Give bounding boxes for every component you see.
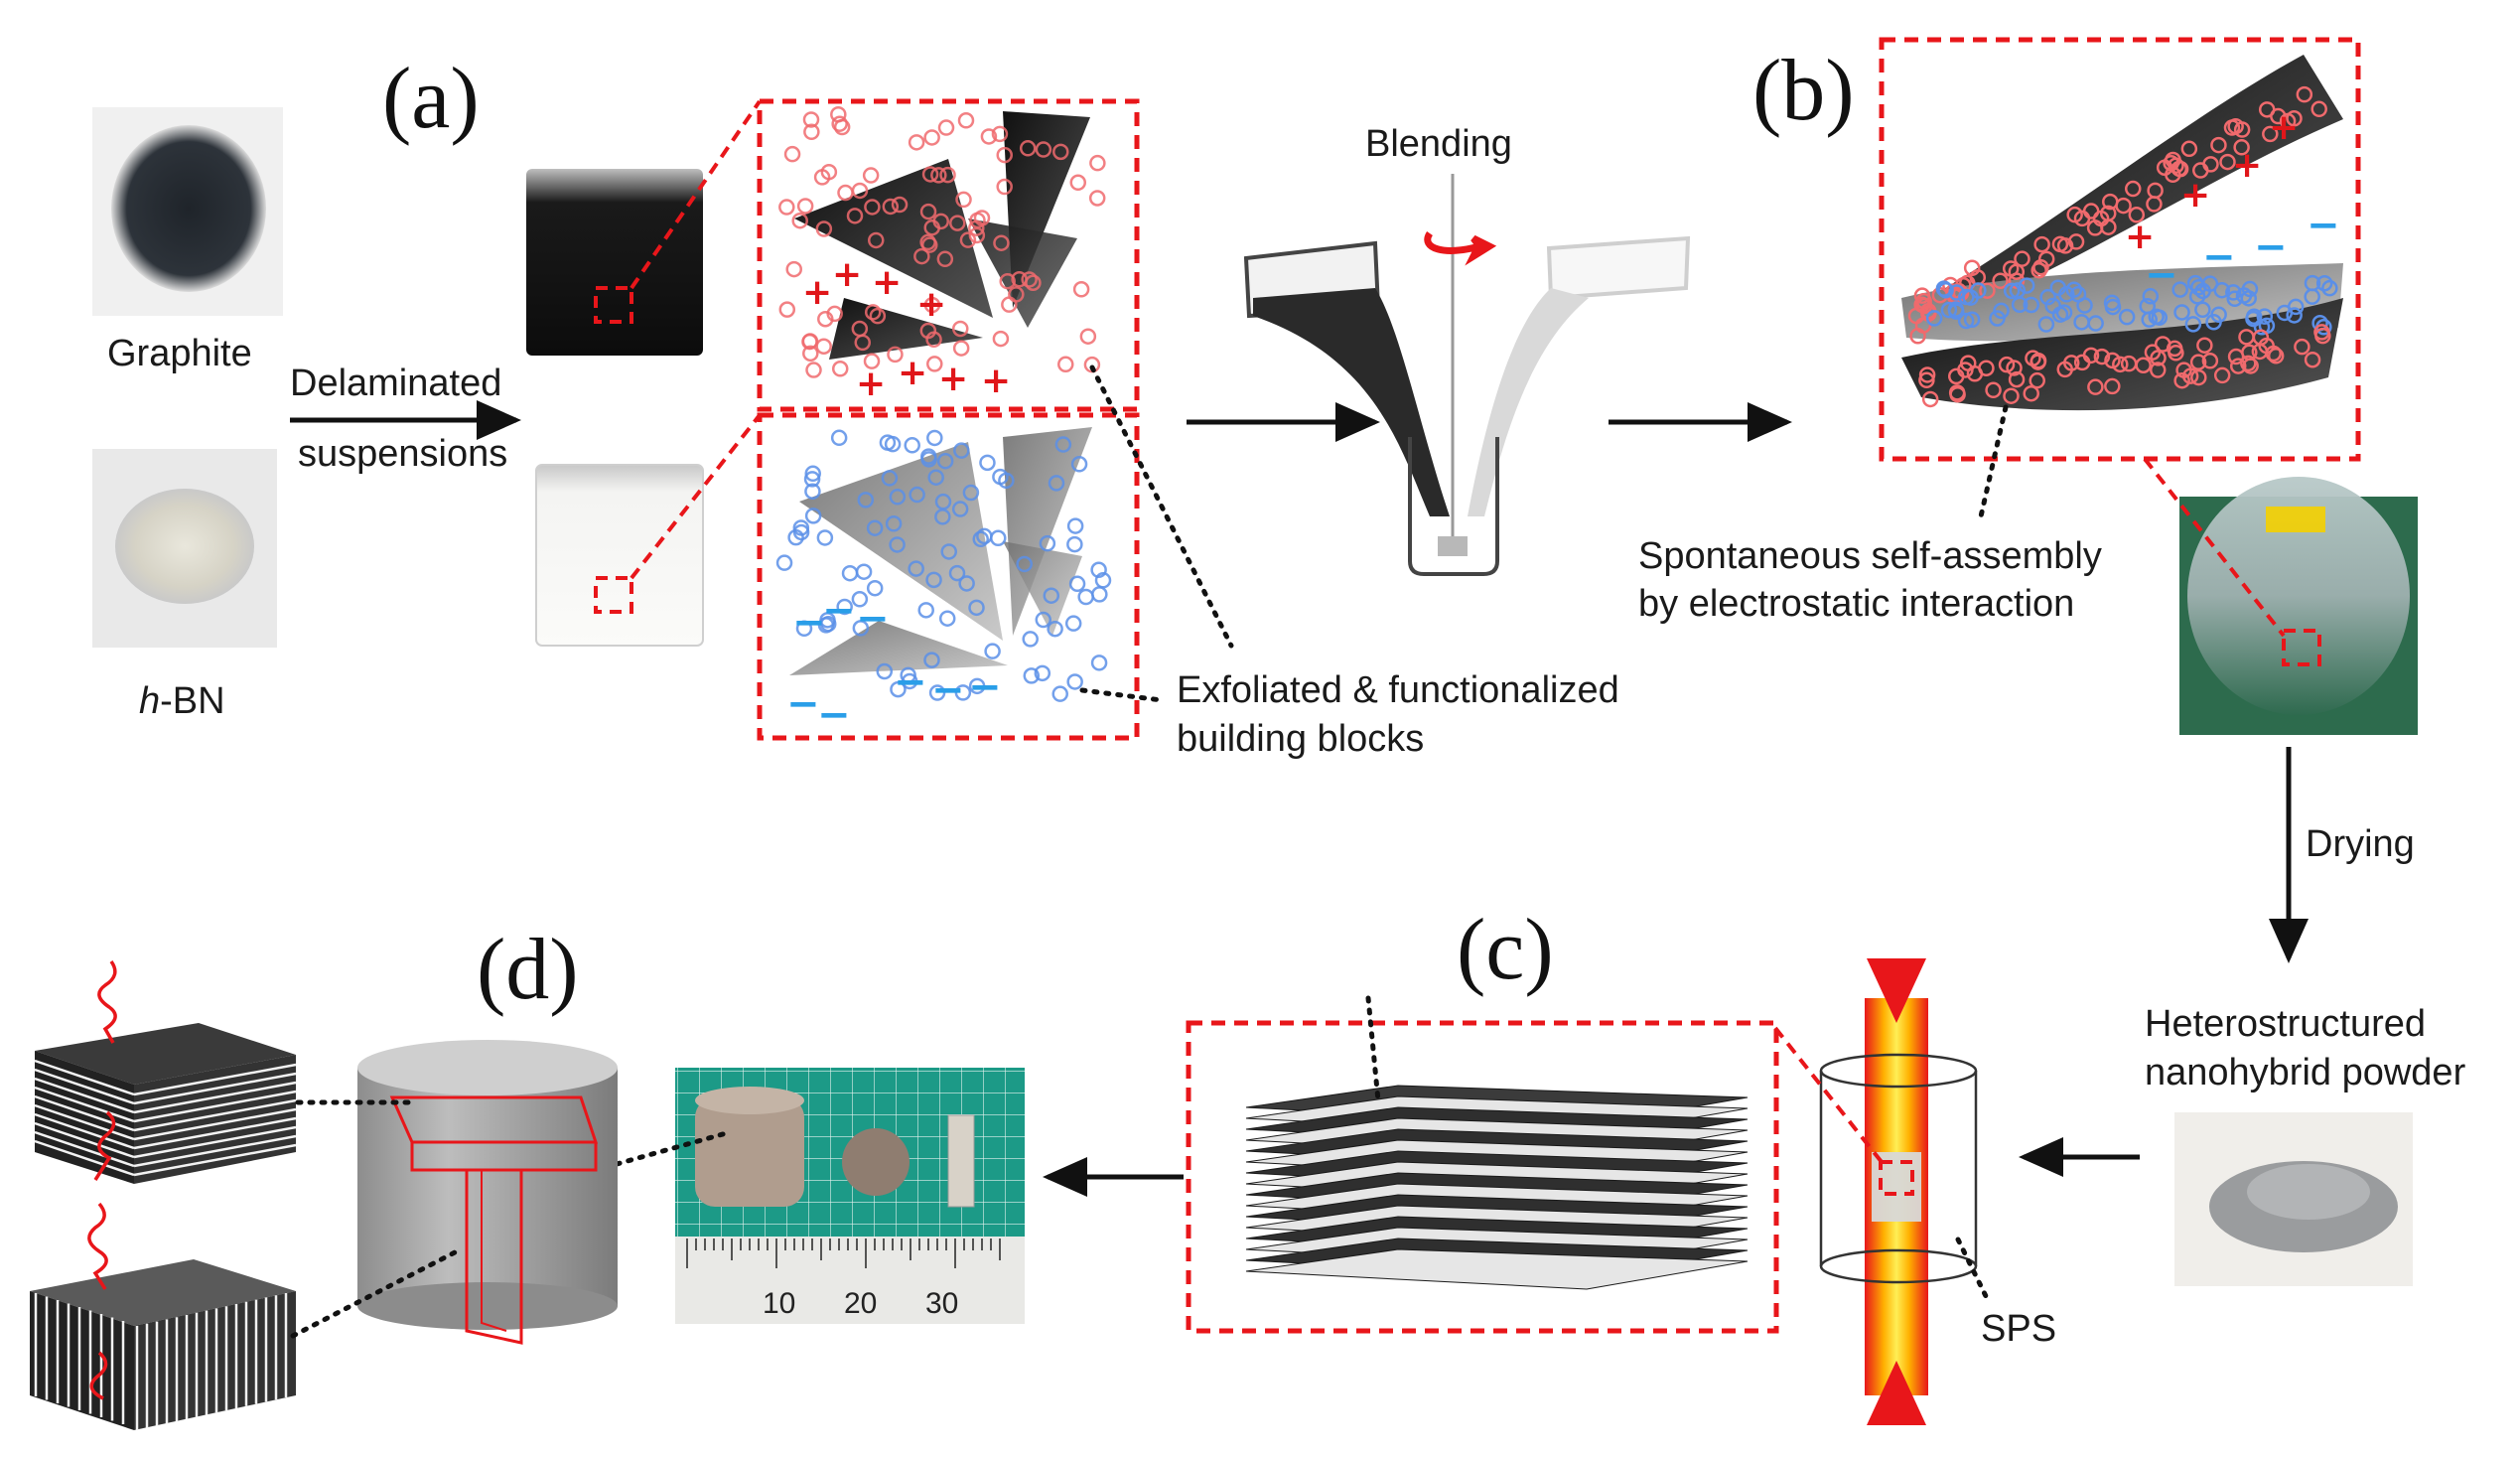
- negative-charges-a: − − − − − − − −: [786, 588, 1002, 738]
- delaminated-label-line2: suspensions: [298, 433, 507, 475]
- hbn-nanosheets-zoom: [757, 412, 1140, 741]
- self-assembly-label-line2: by electrostatic interaction: [1638, 583, 2074, 625]
- svg-text:+: +: [938, 359, 968, 399]
- parallel-layer-cuboid: [34, 959, 297, 1184]
- positive-charges-a: + + + + + + + +: [802, 254, 1011, 404]
- ruler-tick-10: 10: [763, 1287, 795, 1320]
- zoom-link-flask: [2143, 457, 2286, 638]
- leader-sps: [1955, 1237, 1989, 1299]
- svg-text:−: −: [2145, 252, 2178, 298]
- hbn-label: h-BN: [139, 680, 225, 722]
- svg-text:−: −: [968, 664, 1002, 710]
- graphite-suspension-beaker: [526, 169, 703, 356]
- charges-b: + + + + − − − −: [2125, 107, 2340, 298]
- panel-label-b: (b): [1752, 43, 1855, 139]
- blending-label: Blending: [1365, 123, 1512, 165]
- delaminated-label-line1: Delaminated: [290, 363, 501, 404]
- sps-die: [1819, 958, 1978, 1425]
- hbn-suspension-beaker: [535, 464, 704, 647]
- sps-label: SPS: [1981, 1308, 2056, 1350]
- svg-text:−: −: [2202, 234, 2236, 280]
- zoom-link-sps: [1773, 1026, 1884, 1164]
- leader-assembly: [1978, 404, 2009, 519]
- svg-text:−: −: [856, 596, 890, 642]
- graphite-label: Graphite: [107, 333, 252, 374]
- graphite-photo: [92, 107, 283, 316]
- panel-label-a: (a): [382, 51, 480, 147]
- svg-text:−: −: [822, 588, 856, 634]
- svg-text:+: +: [898, 353, 927, 393]
- powder-label-line1: Heterostructured: [2145, 1003, 2426, 1045]
- leader-perpendicular: [290, 1248, 460, 1339]
- nanohybrid-powder-photo: [2174, 1112, 2413, 1286]
- exfoliated-label-line1: Exfoliated & functionalized: [1177, 669, 1619, 711]
- svg-text:+: +: [981, 361, 1011, 401]
- hbn-photo: [92, 449, 277, 648]
- exfoliated-label-line2: building blocks: [1177, 718, 1424, 760]
- zoom-link-graphite: [630, 99, 762, 290]
- svg-text:−: −: [931, 667, 965, 713]
- svg-text:+: +: [856, 364, 886, 404]
- svg-text:−: −: [817, 692, 851, 738]
- blending-illustration: [1243, 174, 1691, 576]
- svg-text:+: +: [832, 254, 862, 295]
- svg-text:−: −: [2307, 203, 2340, 248]
- leader-exfoliated-2: [1079, 687, 1165, 703]
- positive-functional-groups: [778, 105, 1106, 378]
- assembly-functional-groups: [1907, 85, 2338, 408]
- ruler-tick-30: 30: [925, 1287, 958, 1320]
- bulk-cylinder: [357, 1040, 618, 1345]
- svg-text:−: −: [894, 659, 927, 705]
- zoom-link-hbn: [630, 413, 762, 580]
- svg-text:−: −: [792, 600, 826, 646]
- svg-text:+: +: [916, 284, 946, 325]
- svg-text:−: −: [2254, 224, 2288, 270]
- panel-label-d: (d): [477, 922, 579, 1018]
- svg-text:+: +: [2269, 107, 2299, 148]
- ruler-tick-20: 20: [844, 1287, 877, 1320]
- svg-text:+: +: [2180, 175, 2210, 216]
- svg-text:+: +: [2125, 217, 2155, 257]
- svg-text:+: +: [2232, 145, 2262, 186]
- drying-label: Drying: [2306, 823, 2415, 865]
- panel-label-c: (c): [1457, 902, 1554, 998]
- flask-photo: [2179, 477, 2418, 735]
- sintered-layered-stack: [1186, 1020, 1779, 1334]
- self-assembly-label-line1: Spontaneous self-assembly: [1638, 535, 2102, 577]
- svg-text:−: −: [786, 681, 820, 727]
- leader-exfoliated-1: [1089, 364, 1234, 649]
- perpendicular-layer-cuboid: [30, 1202, 296, 1430]
- svg-text:+: +: [872, 262, 902, 303]
- svg-text:+: +: [802, 272, 832, 313]
- leader-stack: [1365, 995, 1381, 1103]
- powder-label-line2: nanohybrid powder: [2145, 1052, 2466, 1093]
- sintered-samples-photo: 10 20 30: [675, 1068, 1025, 1324]
- negative-functional-groups: [775, 429, 1112, 702]
